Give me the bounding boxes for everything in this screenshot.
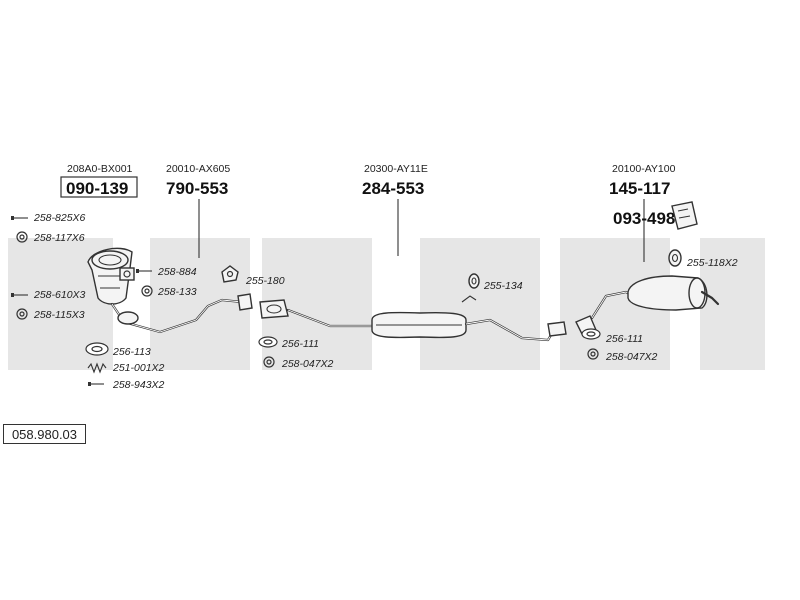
part-number: 090-139: [66, 179, 128, 198]
part-number: 093-498: [613, 209, 675, 228]
svg-text:258-884: 258-884: [157, 266, 197, 278]
small-part-p15: 256-111: [581, 328, 643, 345]
svg-text:258-943X2: 258-943X2: [112, 379, 165, 391]
small-part-p13: 255-134: [468, 273, 523, 292]
svg-text:256-111: 256-111: [281, 338, 319, 350]
svg-text:258-610X3: 258-610X3: [33, 289, 86, 301]
svg-text:251-001X2: 251-001X2: [112, 362, 165, 374]
reference-number: 058.980.03: [3, 424, 86, 444]
svg-text:255-118X2: 255-118X2: [686, 257, 738, 269]
oem-number: 20010-AX605: [166, 163, 230, 175]
oem-number: 20100-AY100: [612, 163, 676, 175]
part-header-front-pipe: 20010-AX605 790-553: [166, 163, 230, 258]
svg-text:258-133: 258-133: [157, 286, 197, 298]
svg-text:255-134: 255-134: [483, 280, 523, 292]
small-part-p2: 258-117X6: [16, 231, 85, 244]
oem-number: 20300-AY11E: [364, 163, 428, 175]
small-part-p14: 255-118X2: [668, 249, 738, 269]
small-part-p8: 258-884: [136, 266, 197, 278]
part-number: 284-553: [362, 179, 424, 198]
front-pipe: [110, 293, 253, 334]
catalytic-converter: [87, 247, 135, 305]
accessory-part: 093-498: [613, 201, 698, 230]
svg-text:258-047X2: 258-047X2: [281, 358, 334, 370]
small-part-p5: 256-113: [85, 342, 151, 358]
watermark: [8, 238, 765, 370]
small-part-p7: 258-943X2: [88, 379, 165, 391]
part-number: 790-553: [166, 179, 228, 198]
part-header-catalyst: 208A0-BX001 090-139: [60, 163, 138, 198]
part-header-middle-silencer: 20300-AY11E 284-553: [362, 163, 428, 256]
rear-silencer-assembly: [575, 275, 720, 335]
small-part-p9: 258-133: [141, 285, 197, 298]
middle-silencer-assembly: [286, 295, 567, 342]
small-part-p12: 258-047X2: [263, 356, 334, 370]
small-part-p6: 251-001X2: [87, 362, 165, 374]
svg-text:258-117X6: 258-117X6: [33, 232, 85, 244]
small-part-p16: 258-047X2: [587, 348, 658, 363]
part-number: 145-117: [609, 179, 670, 198]
svg-text:258-047X2: 258-047X2: [605, 351, 658, 363]
oem-number: 208A0-BX001: [67, 163, 133, 175]
svg-text:255-180: 255-180: [245, 275, 285, 287]
svg-text:258-115X3: 258-115X3: [33, 309, 85, 321]
flange-joint: [259, 299, 289, 319]
svg-text:256-111: 256-111: [605, 333, 643, 345]
small-part-p11: 256-111: [258, 336, 319, 350]
svg-text:256-113: 256-113: [112, 346, 151, 358]
small-part-p3: 258-610X3: [11, 289, 86, 301]
small-part-p10: 255-180: [221, 265, 285, 287]
svg-text:258-825X6: 258-825X6: [33, 212, 86, 224]
small-part-p1: 258-825X6: [11, 212, 86, 224]
small-part-p4: 258-115X3: [16, 308, 85, 321]
part-header-rear-silencer: 20100-AY100 145-117: [609, 163, 676, 262]
